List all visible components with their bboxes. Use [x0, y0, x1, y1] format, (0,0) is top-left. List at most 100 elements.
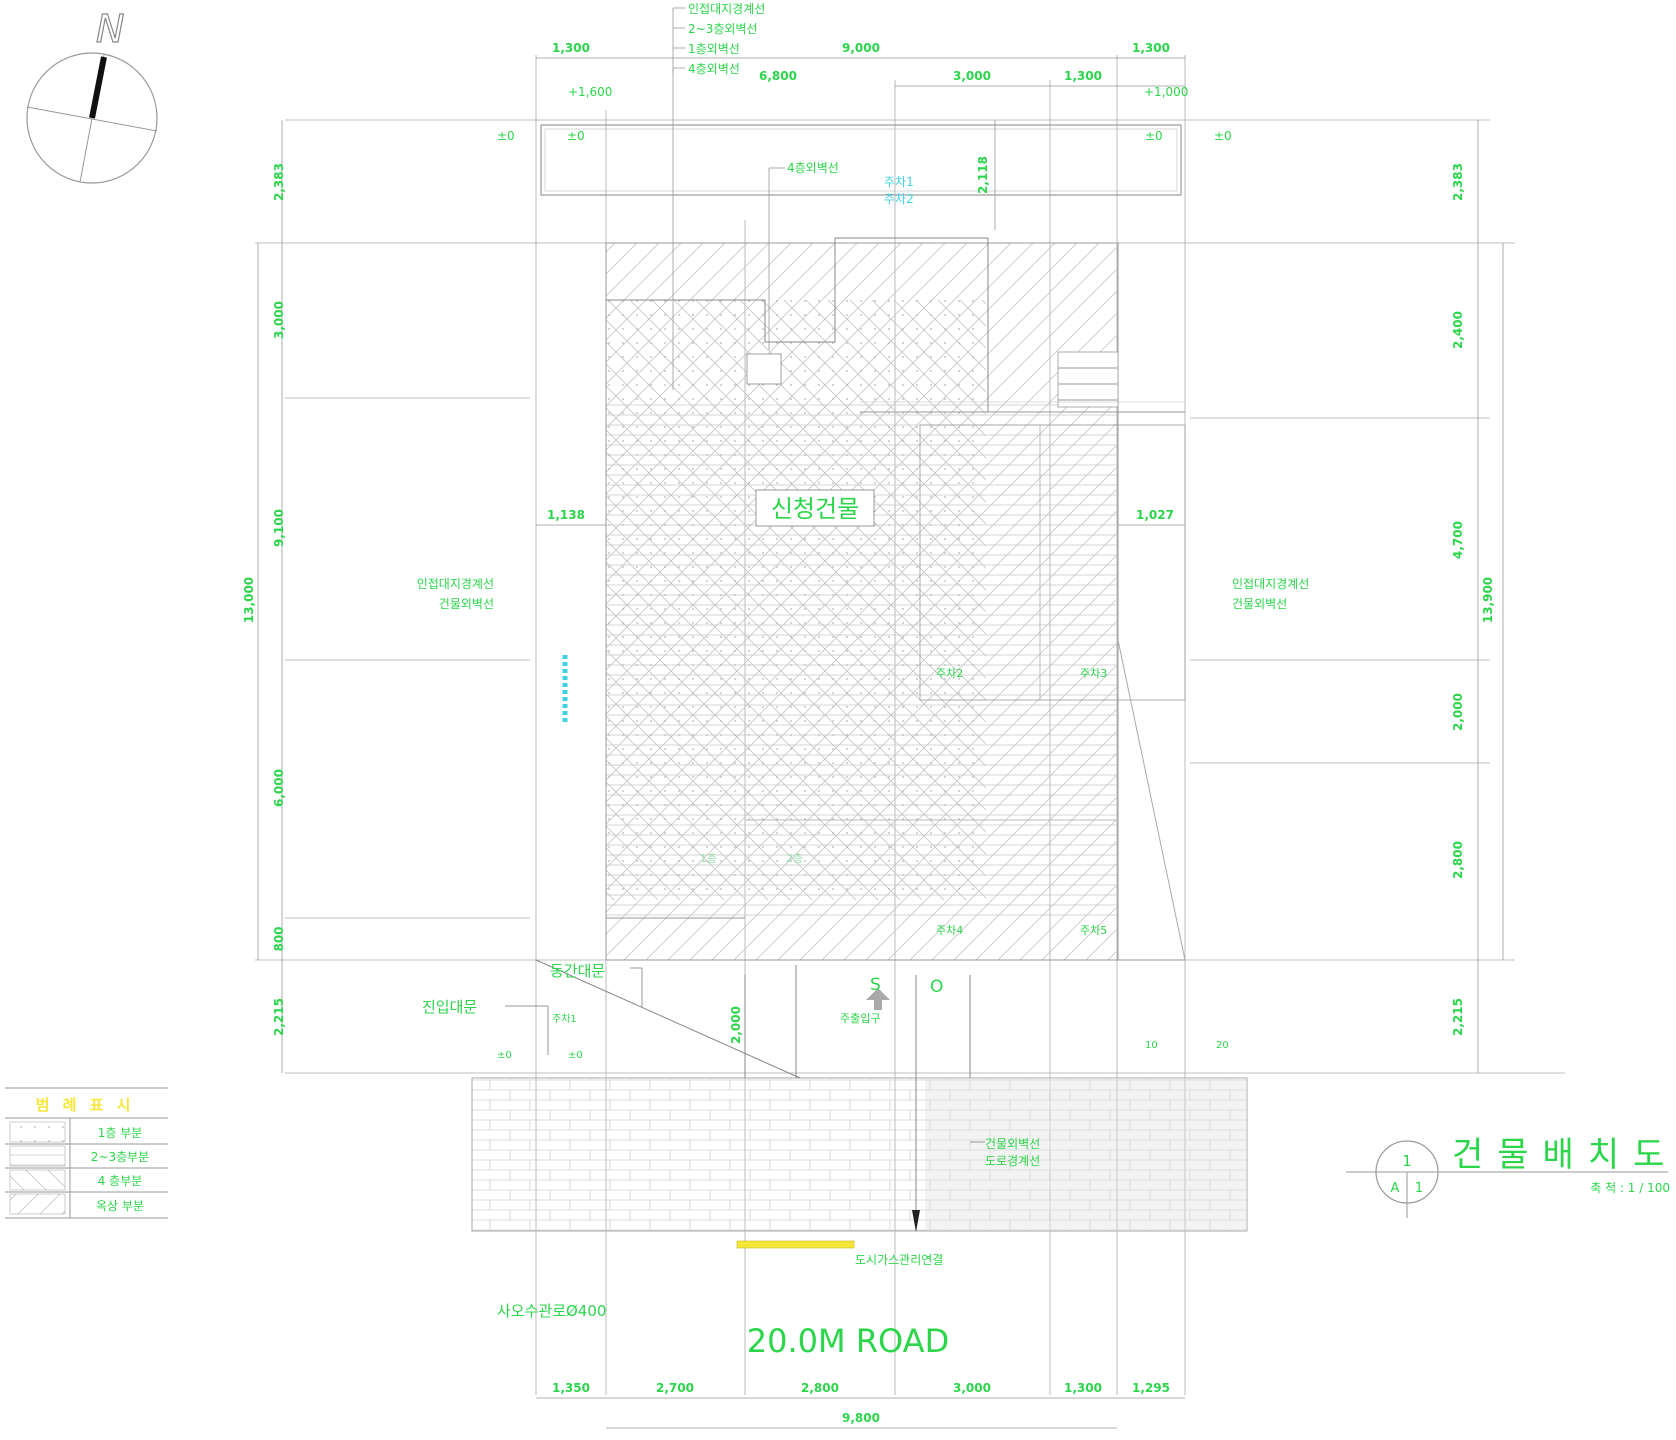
- dim-bottom-total: 9,800: [842, 1411, 880, 1425]
- dim-right-4700: 4,700: [1451, 521, 1465, 559]
- level-front-4: 20: [1216, 1040, 1229, 1051]
- legend-row-3: 4 층부분: [98, 1174, 143, 1188]
- middle-dimensions: 1,138 1,027: [547, 508, 1174, 522]
- road-boundary-2: 도로경계선: [985, 1154, 1040, 1168]
- legend-row-4: 옥상 부분: [96, 1199, 144, 1213]
- level-pm0-3: ±0: [1145, 129, 1163, 143]
- dim-bottom-1350: 1,350: [552, 1381, 590, 1395]
- entrance-label: 주출입구: [840, 1012, 880, 1025]
- left-dimensions: 2,383 3,000 9,100 6,000 800 2,215 13,000: [242, 163, 286, 1036]
- drawing-title: 건물배치도: [1452, 1135, 1676, 1175]
- leader-1f-wall: 1층외벽선: [688, 42, 740, 56]
- sewer-label: 사오수관로Ø400: [497, 1302, 606, 1320]
- dim-left-total: 13,000: [242, 577, 256, 623]
- level-pm0-1: ±0: [497, 129, 515, 143]
- road-boundary-1: 건물외벽선: [985, 1137, 1040, 1151]
- title-block: 1 A 1 건물배치도 축 척 : 1 / 100: [1346, 1135, 1676, 1218]
- top-leader-labels: 인접대지경계선 2~3층외벽선 1층외벽선 4층외벽선: [688, 2, 765, 76]
- level-front-3: 10: [1145, 1040, 1158, 1051]
- dim-top-9000: 9,000: [842, 41, 880, 55]
- dim-top-3000: 3,000: [953, 69, 991, 83]
- leader-4f-wall: 4층외벽선: [688, 62, 740, 76]
- cyan-label-2: 주차2: [884, 192, 914, 206]
- dim-right-2400: 2,400: [1451, 311, 1465, 349]
- dim-bottom-3000: 3,000: [953, 1381, 991, 1395]
- dim-top-1300-left: 1,300: [552, 41, 590, 55]
- title-circle-bl: A: [1391, 1181, 1400, 1196]
- dim-left-800: 800: [272, 926, 286, 951]
- dim-left-6000: 6,000: [272, 769, 286, 807]
- title-circle-br: 1: [1415, 1181, 1423, 1196]
- label-parking3: 주차3: [1080, 667, 1107, 680]
- o-label: O: [930, 977, 943, 997]
- legend-row-1: 1층 부분: [98, 1126, 143, 1140]
- bottom-dimensions: 1,350 2,700 2,800 3,000 1,300 1,295 9,80…: [552, 1381, 1170, 1425]
- label-parking2: 주차2: [936, 667, 963, 680]
- dim-left-9100: 9,100: [272, 509, 286, 547]
- dim-bottom-1300: 1,300: [1064, 1381, 1102, 1395]
- label-1f: 1층: [700, 852, 717, 865]
- plan-annotations: 4층외벽선 인접대지경계선 건물외벽선 인접대지경계선 건물외벽선 주차2 주차…: [417, 161, 1310, 937]
- legend-title: 범 례 표 시: [36, 1096, 135, 1114]
- dim-left-2215: 2,215: [272, 998, 286, 1036]
- gas-line-label: 도시가스관리연결: [855, 1253, 943, 1267]
- label-parking5: 주차5: [1080, 924, 1107, 937]
- right-boundary-2: 건물외벽선: [1232, 597, 1287, 611]
- building-footprint: [605, 237, 1186, 961]
- dim-top-6800: 6,800: [759, 69, 797, 83]
- leader-4f-wall-inner: 4층외벽선: [787, 161, 839, 175]
- dim-right-2000: 2,000: [1451, 693, 1465, 731]
- dim-2000: 2,000: [729, 1006, 743, 1044]
- level-pm0-2: ±0: [567, 129, 585, 143]
- legend-row-2: 2~3층부분: [91, 1150, 149, 1164]
- dimension-lines: [257, 7, 1504, 1429]
- dim-1027: 1,027: [1136, 508, 1174, 522]
- building-label-box: 신청건물: [755, 489, 875, 527]
- dim-2118: 2,118: [976, 156, 990, 194]
- right-dimensions: 2,383 2,400 4,700 2,000 2,800 2,215 13,9…: [976, 156, 1495, 1036]
- dim-bottom-2800: 2,800: [801, 1381, 839, 1395]
- dim-left-2383: 2,383: [272, 163, 286, 201]
- road-name: 20.0M ROAD: [747, 1322, 949, 1360]
- building-label: 신청건물: [771, 495, 859, 523]
- s-label: S: [870, 975, 881, 995]
- left-boundary-1: 인접대지경계선: [417, 577, 494, 591]
- level-front-1: ±0: [497, 1050, 512, 1061]
- dim-left-3000: 3,000: [272, 301, 286, 339]
- parking1-label: 주차1: [552, 1013, 577, 1025]
- dim-1138: 1,138: [547, 508, 585, 522]
- dim-top-1300b: 1,300: [1064, 69, 1102, 83]
- front-yard-labels: 동간대문 진입대문 주차1 주출입구 S O 2,000 ±0 ±0 10 20: [422, 962, 1229, 1061]
- dim-right-2215: 2,215: [1451, 998, 1465, 1036]
- gate2-label: 진입대문: [422, 998, 477, 1016]
- leader-2-3f-wall: 2~3층외벽선: [688, 22, 758, 36]
- top-dimensions: 1,300 9,000 1,300 6,800 3,000 1,300: [552, 41, 1170, 83]
- cyan-label-1: 주차1: [884, 175, 914, 189]
- north-label: N: [96, 7, 124, 51]
- dim-top-1300-right: 1,300: [1132, 41, 1170, 55]
- right-boundary-1: 인접대지경계선: [1232, 577, 1309, 591]
- drawing-scale: 축 척 : 1 / 100: [1590, 1181, 1670, 1195]
- dim-right-2383: 2,383: [1451, 163, 1465, 201]
- leader-adjacent-boundary: 인접대지경계선: [688, 2, 765, 16]
- dim-bottom-2700: 2,700: [656, 1381, 694, 1395]
- dim-right-2800: 2,800: [1451, 841, 1465, 879]
- dim-right-total: 13,900: [1481, 577, 1495, 623]
- level-top-right: +1,000: [1144, 85, 1188, 99]
- left-boundary-2: 건물외벽선: [439, 597, 494, 611]
- dim-bottom-1295: 1,295: [1132, 1381, 1170, 1395]
- level-marks: +1,600 +1,000 ±0 ±0 ±0 ±0: [497, 85, 1232, 143]
- gate1-label: 동간대문: [550, 962, 605, 980]
- level-front-2: ±0: [568, 1050, 583, 1061]
- level-pm0-4: ±0: [1214, 129, 1232, 143]
- north-arrow: N: [26, 6, 158, 184]
- cyan-labels: 주차1 주차2: [562, 175, 914, 725]
- level-top-left: +1,600: [568, 85, 612, 99]
- label-2f: 2층: [786, 852, 803, 865]
- site-top-strip: [540, 124, 1182, 196]
- road-paving: [471, 1077, 1248, 1249]
- label-parking4: 주차4: [936, 924, 963, 937]
- road-labels: 건물외벽선 도로경계선 도시가스관리연결 사오수관로Ø400 20.0M ROA…: [497, 1137, 1040, 1360]
- front-yard: [535, 959, 971, 1232]
